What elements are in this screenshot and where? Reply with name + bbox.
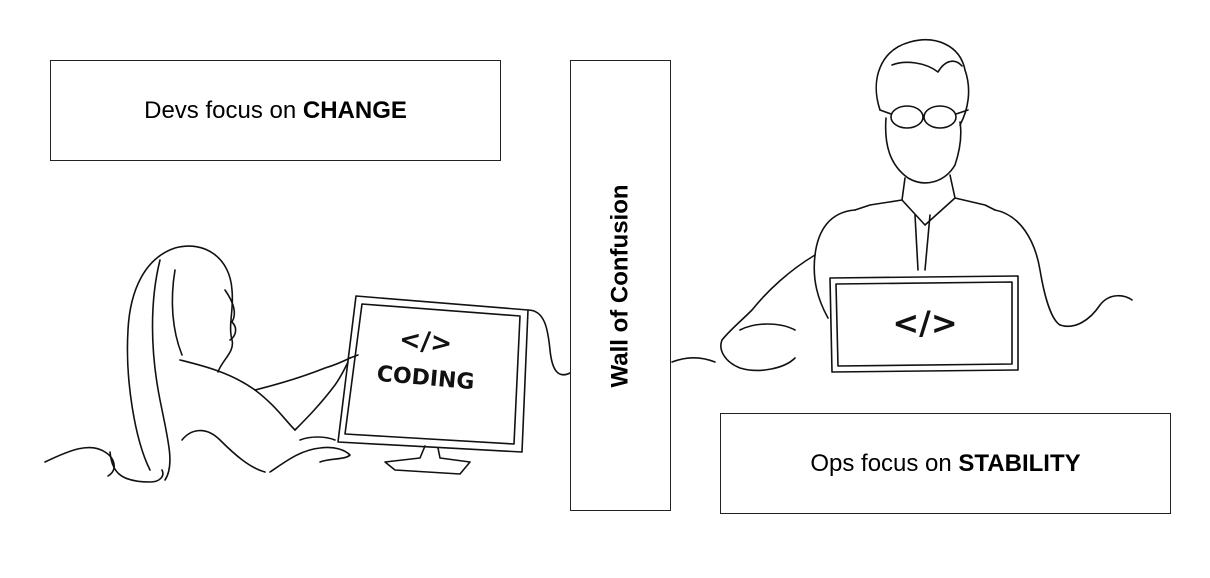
dev-monitor-caption: CODING bbox=[376, 362, 476, 395]
ops-figure bbox=[671, 39, 1133, 372]
ops-laptop-code-symbol: </> bbox=[892, 304, 957, 342]
wall-of-confusion-label: Wall of Confusion bbox=[606, 183, 634, 388]
ops-focus-emphasis: STABILITY bbox=[958, 449, 1081, 477]
developer-figure bbox=[44, 245, 359, 483]
ops-focus-box: Ops focus on STABILITY bbox=[720, 413, 1171, 514]
dev-monitor bbox=[337, 295, 573, 475]
dev-monitor-code-symbol: </> bbox=[398, 325, 453, 360]
wall-of-confusion-box: Wall of Confusion bbox=[570, 60, 671, 511]
devs-focus-box: Devs focus on CHANGE bbox=[50, 60, 501, 161]
ops-focus-prefix: Ops focus on bbox=[810, 449, 959, 477]
ops-laptop bbox=[829, 275, 1019, 373]
devs-focus-emphasis: CHANGE bbox=[302, 96, 407, 124]
devs-focus-prefix: Devs focus on bbox=[144, 96, 303, 124]
